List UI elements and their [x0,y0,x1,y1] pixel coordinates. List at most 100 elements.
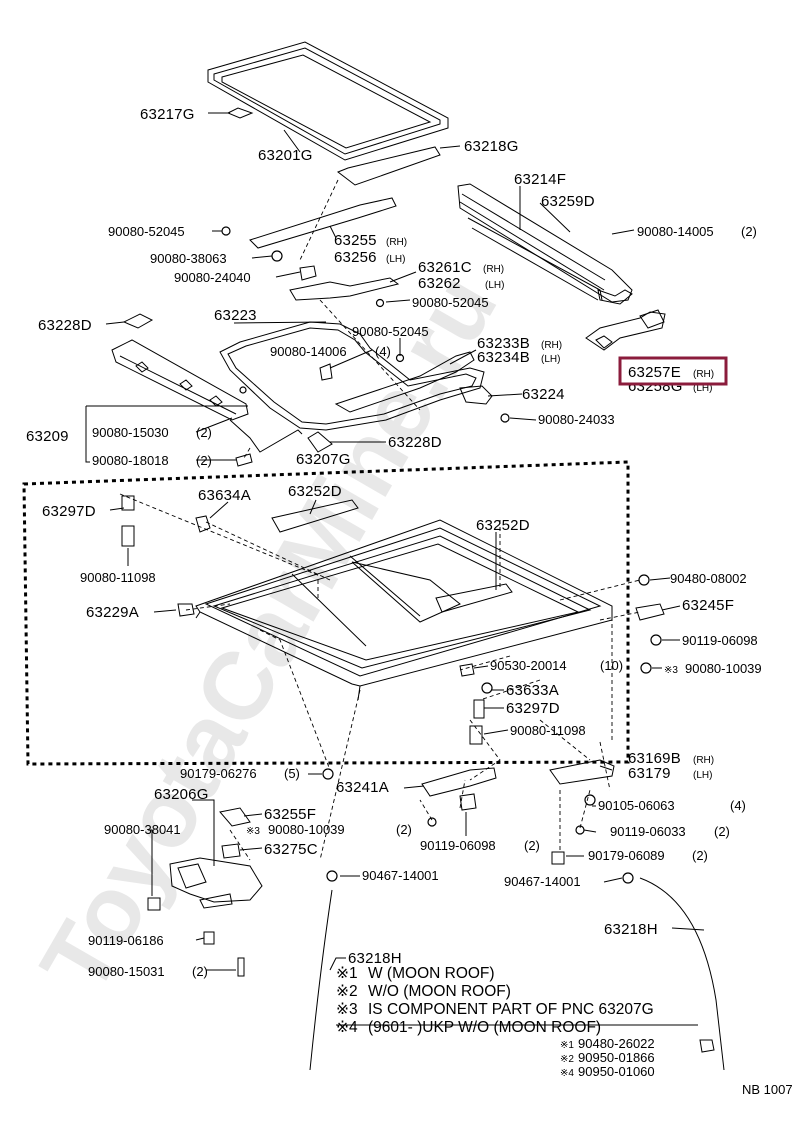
label-90080-52045-c[interactable]: 90080-52045 [352,324,429,339]
label-63228D-b[interactable]: 63228D [388,434,442,451]
suffix-63233B: (RH) [541,340,562,351]
motor-drawing [147,807,263,977]
label-63218H-b[interactable]: 63218H [604,921,658,938]
label-90105-06063[interactable]: 90105-06063 [598,798,675,813]
label-63257E[interactable]: 63257E [628,364,681,381]
label-90080-15031[interactable]: 90080-15031 [88,964,165,979]
alt-mark-1: ※1 [560,1040,574,1051]
label-90179-06276[interactable]: 90179-06276 [180,766,257,781]
alt-parts-block: ※1 90480-26022 ※2 90950-01866 ※4 90950-0… [560,1036,655,1079]
label-90530-20014[interactable]: 90530-20014 [490,658,567,673]
label-63241A[interactable]: 63241A [336,779,389,796]
qty-90080-15030: (2) [196,425,212,440]
label-90080-10039-b[interactable]: 90080-10039 [268,822,345,837]
label-90080-52045-a[interactable]: 90080-52045 [108,224,185,239]
label-63234B[interactable]: 63234B [477,349,530,366]
label-90119-06098-a[interactable]: 90119-06098 [682,633,758,648]
label-63179[interactable]: 63179 [628,765,671,782]
label-63201G[interactable]: 63201G [258,147,313,164]
diagram-code: NB 1007 [742,1082,793,1097]
note-text-3: IS COMPONENT PART OF PNC 63207G [368,1001,654,1018]
label-63223[interactable]: 63223 [214,307,257,324]
note-mark-4: ※4 [336,1019,358,1036]
label-63214F[interactable]: 63214F [514,171,566,188]
label-63229A[interactable]: 63229A [86,604,139,621]
label-63297D-a[interactable]: 63297D [42,503,96,520]
notes-block: ※1 W (MOON ROOF) ※2 W/O (MOON ROOF) ※3 I… [336,965,654,1036]
label-90080-52045-b[interactable]: 90080-52045 [412,295,489,310]
label-90480-08002[interactable]: 90480-08002 [670,571,747,586]
note-mark-3: ※3 [336,1001,358,1018]
label-63261C[interactable]: 63261C [418,259,472,276]
label-90467-14001-b[interactable]: 90467-14001 [504,874,581,889]
qty-90105-06063: (4) [730,798,746,813]
label-63169B[interactable]: 63169B [628,750,681,767]
suffix-63257E: (RH) [693,369,714,380]
label-63262[interactable]: 63262 [418,275,461,292]
label-90080-14006[interactable]: 90080-14006 [270,344,347,359]
label-63252D-a[interactable]: 63252D [288,483,342,500]
label-90080-18018[interactable]: 90080-18018 [92,453,169,468]
qty-90119-06098-b: (2) [524,838,540,853]
glass-panel-drawing [207,41,449,186]
qty-90080-14006: (4) [375,344,391,359]
label-63233B[interactable]: 63233B [477,335,530,352]
label-90119-06033[interactable]: 90119-06033 [610,824,686,839]
label-63634A[interactable]: 63634A [198,487,251,504]
label-90080-11098-a[interactable]: 90080-11098 [80,570,156,585]
frame-boundary [22,460,630,766]
cable-drawing [219,321,485,431]
label-63218G[interactable]: 63218G [464,138,519,155]
label-63206G[interactable]: 63206G [154,786,209,803]
label-63259D[interactable]: 63259D [541,193,595,210]
suffix-63261C: (RH) [483,264,504,275]
suffix-63258G: (LH) [693,383,712,394]
side-trim-drawing [111,313,333,467]
label-90080-38063[interactable]: 90080-38063 [150,251,227,266]
qty-90080-18018: (2) [196,453,212,468]
label-63218H-a[interactable]: 63218H [348,950,402,967]
label-63207G[interactable]: 63207G [296,451,351,468]
alt-part-4[interactable]: 90950-01060 [578,1064,655,1079]
label-63252D-b[interactable]: 63252D [476,517,530,534]
label-90080-14005[interactable]: 90080-14005 [637,224,714,239]
alt-part-2[interactable]: 90950-01866 [578,1050,655,1065]
suffix-63262: (LH) [485,280,504,291]
label-63245F[interactable]: 63245F [682,597,734,614]
alt-part-1[interactable]: 90480-26022 [578,1036,655,1051]
label-63224[interactable]: 63224 [522,386,565,403]
label-90080-38041[interactable]: 90080-38041 [104,822,181,837]
suffix-63255: (RH) [386,237,407,248]
suffix-63256: (LH) [386,254,405,265]
label-63633A[interactable]: 63633A [506,682,559,699]
qty-90119-06033: (2) [714,824,730,839]
label-63297D-b[interactable]: 63297D [506,700,560,717]
qty-90179-06276: (5) [284,766,300,781]
links-drawing [221,197,510,423]
label-90080-24040[interactable]: 90080-24040 [174,270,251,285]
label-90179-06089[interactable]: 90179-06089 [588,848,665,863]
label-63217G[interactable]: 63217G [140,106,195,123]
qty-90080-14005: (2) [741,224,757,239]
lower-parts-drawing [309,759,725,1071]
label-63228D-a[interactable]: 63228D [38,317,92,334]
label-90080-11098-b[interactable]: 90080-11098 [510,723,586,738]
alt-mark-2: ※2 [560,1054,574,1065]
housing-frame-drawing [195,499,613,701]
label-63255F[interactable]: 63255F [264,806,316,823]
label-90119-06186[interactable]: 90119-06186 [88,933,164,948]
label-90080-10039-a[interactable]: 90080-10039 [685,661,762,676]
label-90080-15030[interactable]: 90080-15030 [92,425,169,440]
label-63275C[interactable]: 63275C [264,841,318,858]
label-90080-24033[interactable]: 90080-24033 [538,412,615,427]
small-parts [121,495,665,780]
label-63256[interactable]: 63256 [334,249,377,266]
label-63255[interactable]: 63255 [334,232,377,249]
label-90467-14001-a[interactable]: 90467-14001 [362,868,439,883]
label-63209[interactable]: 63209 [26,428,69,445]
dashed-leaders [119,179,641,861]
label-90119-06098-b[interactable]: 90119-06098 [420,838,496,853]
suffix-63234B: (LH) [541,354,560,365]
alt-mark-4: ※4 [560,1068,574,1079]
